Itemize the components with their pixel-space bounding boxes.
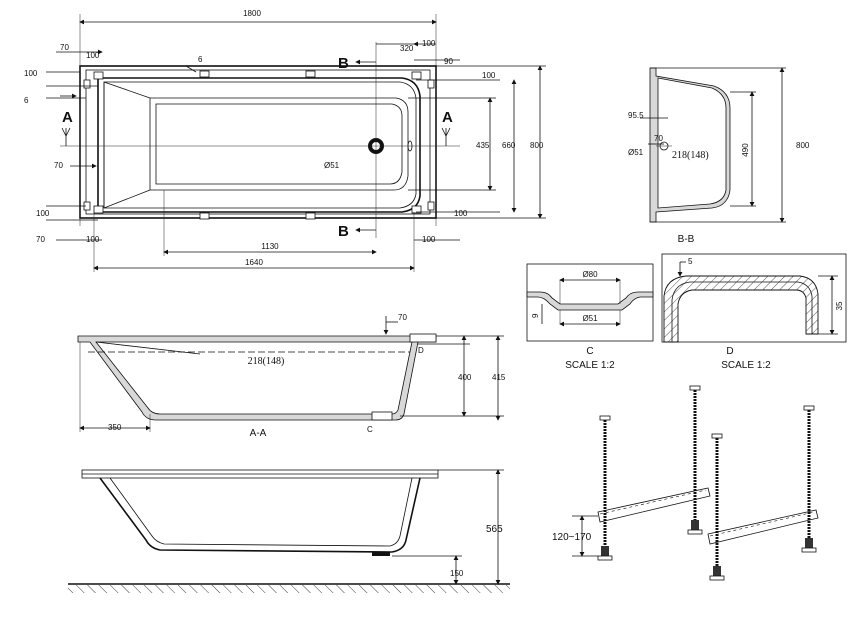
detail-d-top-dim: 5: [688, 257, 693, 266]
foot-pad: [199, 70, 210, 78]
aa-350-label: 350: [108, 423, 122, 432]
width-660-label: 660: [502, 141, 516, 150]
inner-width-label: 435: [476, 141, 490, 150]
detail-c-scale: SCALE 1:2: [565, 360, 615, 371]
bb-51-label: Ø51: [628, 148, 644, 157]
foot-pad: [305, 70, 316, 78]
leg-rail-right: [707, 509, 819, 545]
leg-rod: [801, 405, 817, 553]
detail-d-rim-section: [663, 275, 819, 343]
detail-c-drain-section: [526, 291, 654, 311]
foot-pad: [93, 205, 104, 214]
aa-400-label: 400: [458, 373, 472, 382]
detail-c-view: Ø80 Ø51 9 C SCALE 1:2: [526, 263, 654, 371]
foot-pad: [93, 71, 104, 80]
section-a-left-marker: A: [62, 109, 73, 126]
foot-right-bottom-label: 100: [422, 235, 436, 244]
detail-c-frame: [526, 263, 654, 342]
bb-70-label: 70: [654, 134, 663, 143]
side-view: 565 150: [68, 469, 510, 593]
leg-range-label: 120~170: [552, 532, 592, 543]
aa-detail-d-ref: D: [418, 346, 424, 355]
foot-pad: [305, 212, 316, 220]
section-b-top-marker: B: [338, 55, 349, 72]
section-b-bottom-marker: B: [338, 223, 349, 240]
inner-length-label: 1640: [245, 258, 263, 267]
basin-outer: [97, 77, 421, 213]
section-bb-cavity: [657, 77, 727, 209]
foot-right-top-label: 100: [422, 39, 436, 48]
bb-depth-note: 218(148): [672, 150, 709, 161]
aa-70-label: 70: [398, 313, 407, 322]
aa-415-label: 415: [492, 373, 506, 382]
floor-hatch: [68, 585, 510, 593]
legs-assembly: 120~170: [552, 385, 819, 581]
bb-490-label: 490: [741, 143, 750, 157]
leg-rod: [709, 433, 725, 581]
detail-c-marker: [371, 411, 393, 421]
bb-800-label: 800: [796, 141, 810, 150]
rim-320-label: 320: [400, 44, 414, 53]
foot-pad: [411, 205, 422, 214]
side-foot-label: 150: [450, 569, 464, 578]
bb-95-label: 95.5: [628, 111, 644, 120]
detail-d-frame: [661, 253, 847, 343]
detail-c-title: C: [586, 346, 593, 357]
detail-d-scale: SCALE 1:2: [721, 360, 771, 371]
leg-rod: [597, 415, 613, 561]
section-bb-title: B-B: [678, 234, 695, 245]
top-view-rim-inner: [85, 69, 431, 215]
side-height-label: 565: [486, 524, 503, 535]
foot-pad: [411, 71, 422, 80]
basin-floor-inner: [155, 103, 403, 185]
right-100-bottom-label: 100: [454, 209, 468, 218]
overall-width-label: 800: [530, 141, 544, 150]
section-aa-view: 218(148) 70 D 400 415 350 C A-A: [77, 313, 506, 439]
left-margin-bottom-label: 100: [36, 209, 50, 218]
detail-d-title: D: [726, 346, 733, 357]
corner-left-label: 70: [60, 43, 69, 52]
top-6-label: 6: [198, 55, 203, 64]
foot-left-bottom-label: 100: [86, 235, 100, 244]
leg-rod: [687, 385, 703, 535]
detail-d-view: 5 35 D SCALE 1:2: [661, 253, 847, 371]
section-bb-view: 95.5 70 Ø51 218(148) 490 800 B-B: [628, 67, 810, 245]
left-70-bottom-label: 70: [36, 235, 45, 244]
drain-offset-label: 1130: [261, 242, 279, 251]
aa-depth-note: 218(148): [248, 356, 285, 367]
detail-d-marker: [409, 333, 437, 343]
section-aa-title: A-A: [250, 428, 267, 439]
rim-90-label: 90: [444, 57, 453, 66]
foot-pad: [199, 212, 210, 220]
detail-c-height: 9: [531, 313, 540, 318]
overall-length-label: 1800: [243, 9, 261, 18]
detail-c-dia-top: Ø80: [582, 270, 598, 279]
aa-detail-c-ref: C: [367, 425, 373, 434]
side-body: [99, 477, 421, 553]
foot-left-top-label: 100: [86, 51, 100, 60]
basin-floor: [149, 97, 409, 191]
left-70-mid-label: 70: [54, 161, 63, 170]
basin-outer-2: [103, 81, 417, 209]
section-a-right-marker: A: [442, 109, 453, 126]
top-view: 1800 70 100 6 320 100 90 100 6 100 435 6…: [24, 9, 546, 272]
drain-dia-label: Ø51: [324, 161, 340, 170]
left-6-label: 6: [24, 96, 29, 105]
right-100-top-label: 100: [482, 71, 496, 80]
leg-rail-left: [597, 487, 711, 523]
detail-c-dia-bottom: Ø51: [582, 314, 598, 323]
detail-d-side-dim: 35: [835, 301, 844, 310]
left-margin-top-label: 100: [24, 69, 38, 78]
side-drain: [372, 552, 390, 556]
